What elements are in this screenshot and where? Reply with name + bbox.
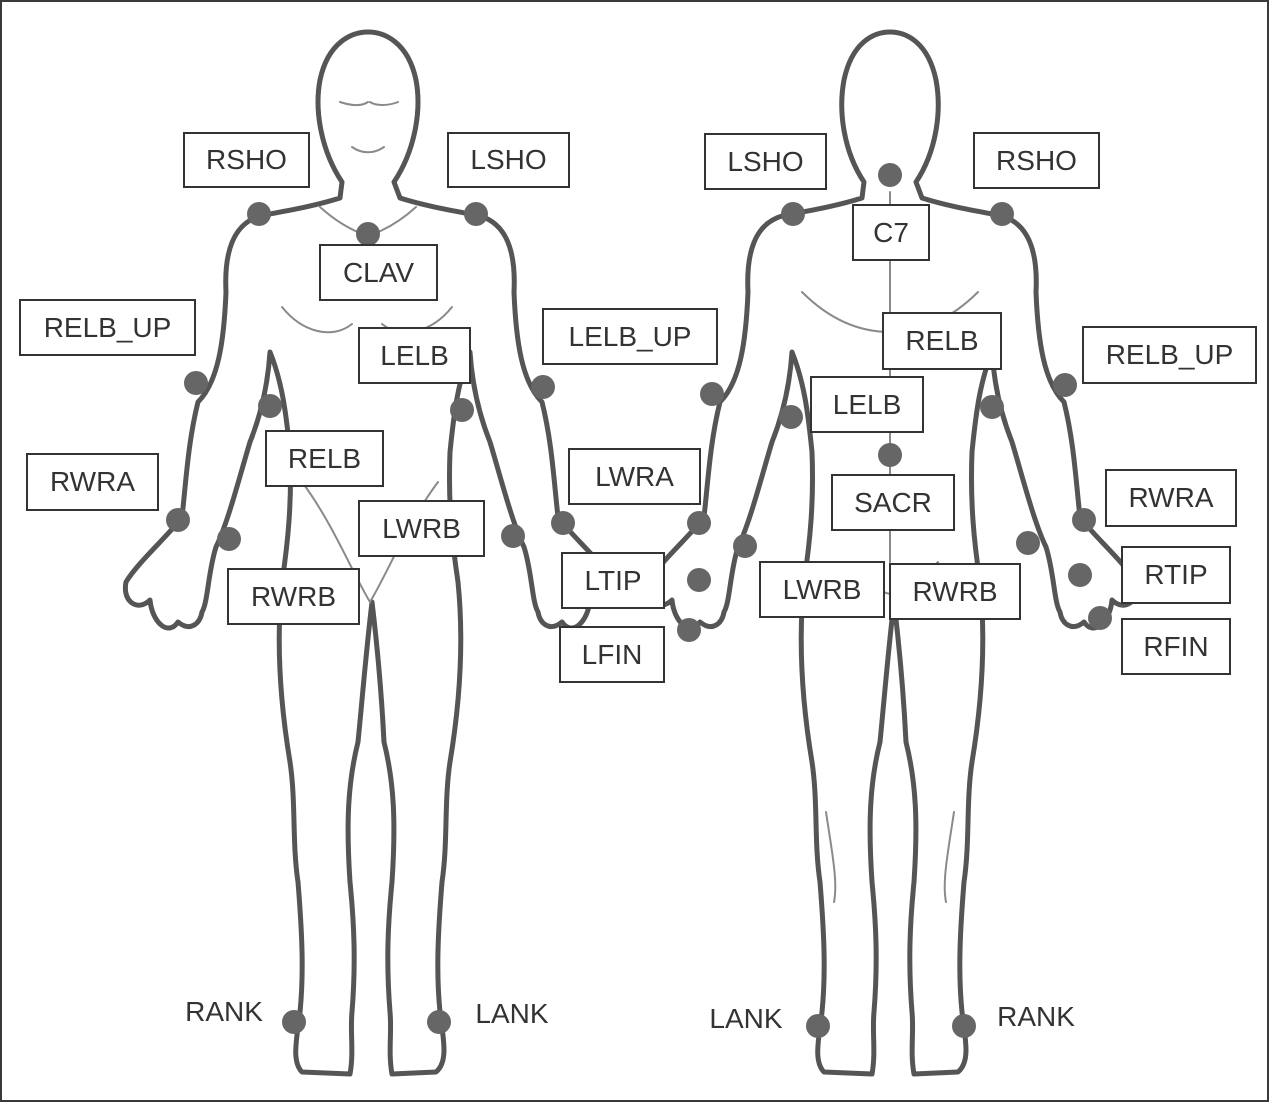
marker-back-lsho xyxy=(781,202,805,226)
marker-front-lwra xyxy=(551,511,575,535)
label-back-rsho: RSHO xyxy=(973,132,1100,189)
label-back-rwra: RWRA xyxy=(1105,469,1237,527)
marker-back-relb-up xyxy=(1053,373,1077,397)
label-back-relb-up: RELB_UP xyxy=(1082,326,1257,384)
label-back-c7: C7 xyxy=(852,204,930,261)
marker-back-relb xyxy=(980,395,1004,419)
label-front-lank: LANK xyxy=(462,994,562,1034)
marker-back-lelb xyxy=(779,405,803,429)
label-front-clav: CLAV xyxy=(319,244,438,301)
marker-front-rank xyxy=(282,1010,306,1034)
label-back-rwrb: RWRB xyxy=(889,563,1021,620)
marker-back-rfin xyxy=(1088,606,1112,630)
label-front-lwra: LWRA xyxy=(568,448,701,505)
marker-back-rwrb xyxy=(1016,531,1040,555)
label-front-relb: RELB xyxy=(265,430,384,487)
label-front-lelb-up: LELB_UP xyxy=(542,308,718,365)
marker-back-ltip xyxy=(687,568,711,592)
label-back-sacr: SACR xyxy=(831,474,955,531)
marker-back-lwra xyxy=(687,511,711,535)
marker-front-lelb-up xyxy=(531,375,555,399)
marker-back-rtip xyxy=(1068,563,1092,587)
label-back-lelb: LELB xyxy=(810,376,924,433)
marker-front-rsho xyxy=(247,202,271,226)
label-front-lwrb: LWRB xyxy=(358,500,485,557)
label-front-ltip: LTIP xyxy=(561,552,665,609)
marker-front-rwra xyxy=(166,508,190,532)
marker-front-relb xyxy=(258,394,282,418)
marker-back-rwra xyxy=(1072,508,1096,532)
marker-back-lfin xyxy=(677,618,701,642)
marker-back-sacr xyxy=(878,443,902,467)
label-front-lfin: LFIN xyxy=(559,626,665,683)
marker-front-lwrb xyxy=(501,524,525,548)
marker-front-lank xyxy=(427,1010,451,1034)
label-back-lank: LANK xyxy=(696,999,796,1039)
label-front-lelb: LELB xyxy=(358,327,471,384)
label-back-rfin: RFIN xyxy=(1121,618,1231,675)
label-front-relb-up: RELB_UP xyxy=(19,299,196,356)
label-front-rsho: RSHO xyxy=(183,132,310,188)
marker-back-lelb-up xyxy=(700,382,724,406)
marker-front-lelb xyxy=(450,398,474,422)
marker-front-lsho xyxy=(464,202,488,226)
marker-front-relb-up xyxy=(184,371,208,395)
marker-back-c7 xyxy=(878,163,902,187)
marker-back-lwrb xyxy=(733,534,757,558)
marker-front-clav xyxy=(356,222,380,246)
label-front-lsho: LSHO xyxy=(447,132,570,188)
label-back-lwrb: LWRB xyxy=(759,561,885,618)
marker-back-lank xyxy=(806,1014,830,1038)
label-back-rtip: RTIP xyxy=(1121,546,1231,604)
label-front-rank: RANK xyxy=(174,992,274,1032)
marker-front-rwrb xyxy=(217,527,241,551)
marker-back-rsho xyxy=(990,202,1014,226)
marker-back-rank xyxy=(952,1014,976,1038)
label-front-rwra: RWRA xyxy=(26,453,159,511)
label-back-rank: RANK xyxy=(986,997,1086,1037)
label-back-lsho: LSHO xyxy=(704,133,827,190)
label-back-relb: RELB xyxy=(882,312,1002,370)
label-front-rwrb: RWRB xyxy=(227,568,360,625)
